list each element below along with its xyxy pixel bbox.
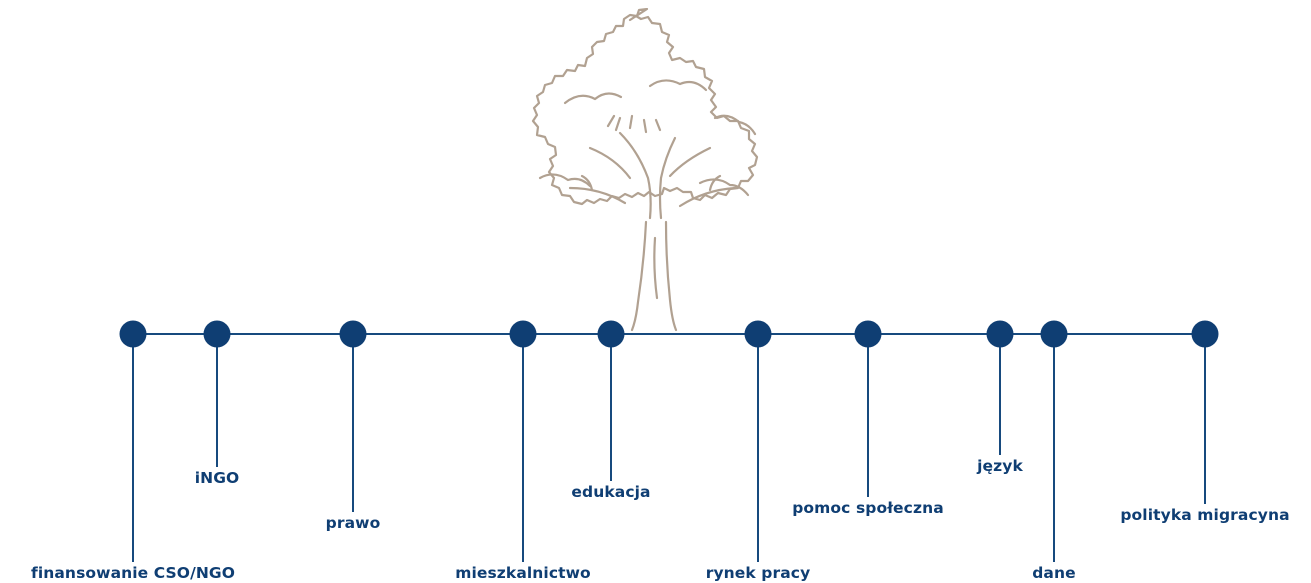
topic-label-pomoc-spoleczna[interactable]: pomoc społeczna xyxy=(792,499,944,517)
topic-label-finansowanie[interactable]: finansowanie CSO/NGO xyxy=(30,564,236,582)
topic-node-ingo[interactable] xyxy=(203,320,231,348)
topic-node-dane[interactable] xyxy=(1040,320,1068,348)
topic-node-polityka-migracyjna[interactable] xyxy=(1191,320,1219,348)
topic-node-mieszkalnictwo[interactable] xyxy=(509,320,537,348)
topic-connector-polityka-migracyjna xyxy=(1204,334,1206,504)
topic-label-edukacja[interactable]: edukacja xyxy=(571,483,651,501)
topic-label-jezyk[interactable]: język xyxy=(977,457,1023,475)
topic-connector-rynek-pracy xyxy=(757,334,759,562)
topic-connector-edukacja xyxy=(610,334,612,481)
topic-label-dane[interactable]: dane xyxy=(1032,564,1076,582)
topic-connector-jezyk xyxy=(999,334,1001,455)
topic-node-finansowanie[interactable] xyxy=(119,320,147,348)
topic-connector-pomoc-spoleczna xyxy=(867,334,869,497)
topic-label-polityka-migracyjna[interactable]: polityka migracyna xyxy=(1120,506,1290,524)
topic-node-pomoc-spoleczna[interactable] xyxy=(854,320,882,348)
topic-node-prawo[interactable] xyxy=(339,320,367,348)
topic-connector-mieszkalnictwo xyxy=(522,334,524,562)
topic-connector-ingo xyxy=(216,334,218,467)
topic-node-rynek-pracy[interactable] xyxy=(744,320,772,348)
topic-connector-dane xyxy=(1053,334,1055,562)
topic-label-ingo[interactable]: iNGO xyxy=(194,469,240,487)
topic-label-mieszkalnictwo[interactable]: mieszkalnictwo xyxy=(455,564,591,582)
tree-icon xyxy=(531,8,759,332)
topic-connector-prawo xyxy=(352,334,354,512)
topic-node-jezyk[interactable] xyxy=(986,320,1014,348)
timeline-line xyxy=(133,333,1205,335)
topic-label-prawo[interactable]: prawo xyxy=(325,514,381,532)
topic-label-rynek-pracy[interactable]: rynek pracy xyxy=(705,564,811,582)
topic-connector-finansowanie xyxy=(132,334,134,562)
topic-node-edukacja[interactable] xyxy=(597,320,625,348)
